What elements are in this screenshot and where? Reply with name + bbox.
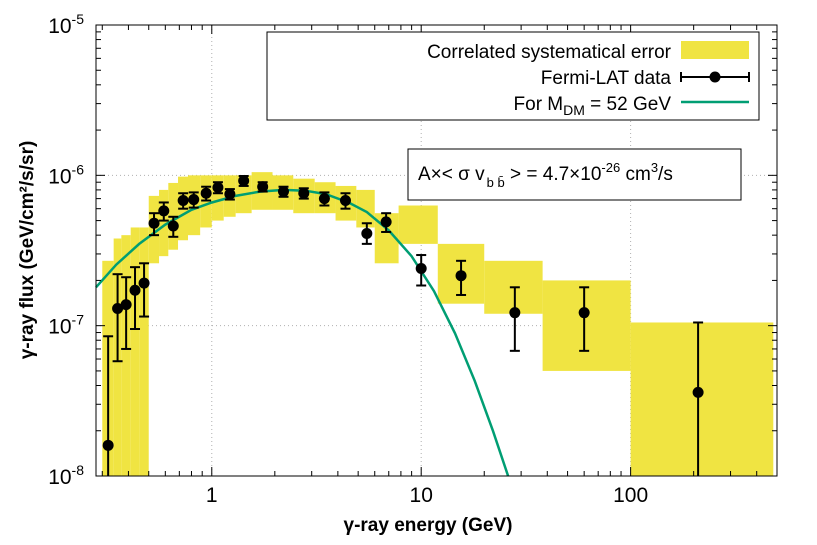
- data-point: [415, 263, 427, 275]
- axis-ticks: 1 10 100 10-8 10-7 10-6 10-5: [48, 11, 778, 507]
- data-point: [692, 386, 704, 398]
- legend-band-label: Correlated systematical error: [427, 42, 672, 63]
- data-point: [158, 205, 170, 217]
- systematic-band: [211, 175, 224, 221]
- data-point: [138, 277, 150, 289]
- y-tick-label: 10-6: [48, 161, 84, 188]
- data-point: [277, 186, 289, 198]
- x-tick-label: 100: [613, 484, 648, 507]
- systematic-band: [130, 227, 140, 476]
- legend: Correlated systematical error Fermi-LAT …: [266, 31, 760, 121]
- data-point: [380, 216, 392, 228]
- data-point: [318, 193, 330, 205]
- legend-band-swatch: [681, 41, 749, 59]
- systematic-band: [398, 205, 438, 244]
- x-tick-label: 10: [410, 484, 433, 507]
- systematic-band: [159, 189, 169, 257]
- systematic-band: [121, 235, 131, 476]
- systematic-band: [374, 213, 399, 264]
- data-point: [129, 284, 141, 296]
- data-point: [167, 220, 179, 232]
- legend-model-label: For MDM = 52 GeV: [514, 94, 672, 118]
- data-point: [177, 195, 189, 207]
- data-point: [361, 228, 373, 240]
- legend-data-label: Fermi-LAT data: [541, 68, 672, 89]
- data-point: [102, 439, 114, 451]
- data-point: [200, 187, 212, 199]
- legend-box: [266, 31, 760, 121]
- data-point: [148, 217, 160, 229]
- data-point: [509, 307, 521, 319]
- systematic-band: [356, 189, 375, 228]
- data-point: [120, 299, 132, 311]
- y-axis-label: γ-ray flux (GeV/cm²/s/sr): [17, 141, 38, 360]
- systematic-band: [542, 280, 631, 371]
- data-point: [298, 187, 310, 199]
- data-point: [188, 194, 200, 206]
- data-point: [455, 270, 467, 282]
- x-tick-label: 1: [206, 484, 218, 507]
- systematic-error-bands: [102, 172, 774, 476]
- annotation-box: [407, 148, 742, 201]
- y-tick-label: 10-8: [48, 462, 84, 489]
- x-axis-label: γ-ray energy (GeV): [344, 515, 513, 536]
- plot-frame: [95, 24, 778, 477]
- systematic-band: [630, 322, 774, 476]
- data-point: [224, 188, 236, 200]
- data-point: [238, 175, 250, 187]
- data-points: [102, 174, 704, 476]
- data-point: [339, 195, 351, 207]
- y-tick-label: 10-7: [48, 312, 84, 339]
- data-point: [257, 181, 269, 193]
- legend-data-marker: [680, 71, 750, 83]
- systematic-band: [139, 227, 149, 476]
- data-point: [212, 181, 224, 193]
- data-point: [578, 307, 590, 319]
- y-tick-label: 10-5: [48, 11, 84, 38]
- data-point: [112, 303, 124, 315]
